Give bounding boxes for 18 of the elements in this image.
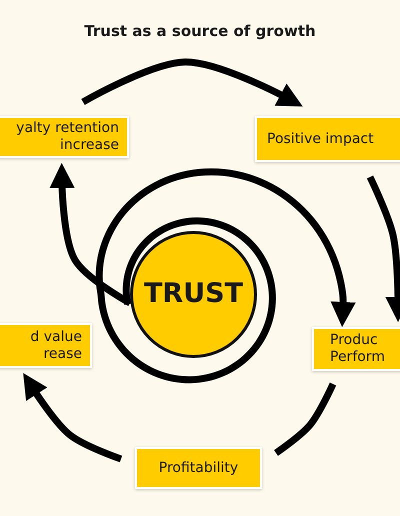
stage-box (0, 323, 92, 368)
stage-box (135, 447, 262, 489)
arrow (81, 58, 303, 106)
node-label: Positive impact (267, 130, 374, 148)
node-label: TRUST (144, 278, 243, 311)
center-circle (130, 231, 257, 358)
node-label: Profitability (158, 460, 238, 476)
stage-box (312, 327, 400, 371)
diagram-title: Trust as a source of growth (83, 22, 317, 40)
arrow (50, 162, 132, 306)
stage-box (0, 116, 129, 158)
arrow (366, 175, 400, 322)
node-label: Produc Perform (330, 332, 386, 366)
node-label: d value rease (29, 328, 82, 362)
stage-box (255, 116, 400, 162)
arrow (96, 168, 356, 384)
node-label: yalty retention increase (15, 120, 119, 154)
arrow (23, 373, 122, 462)
